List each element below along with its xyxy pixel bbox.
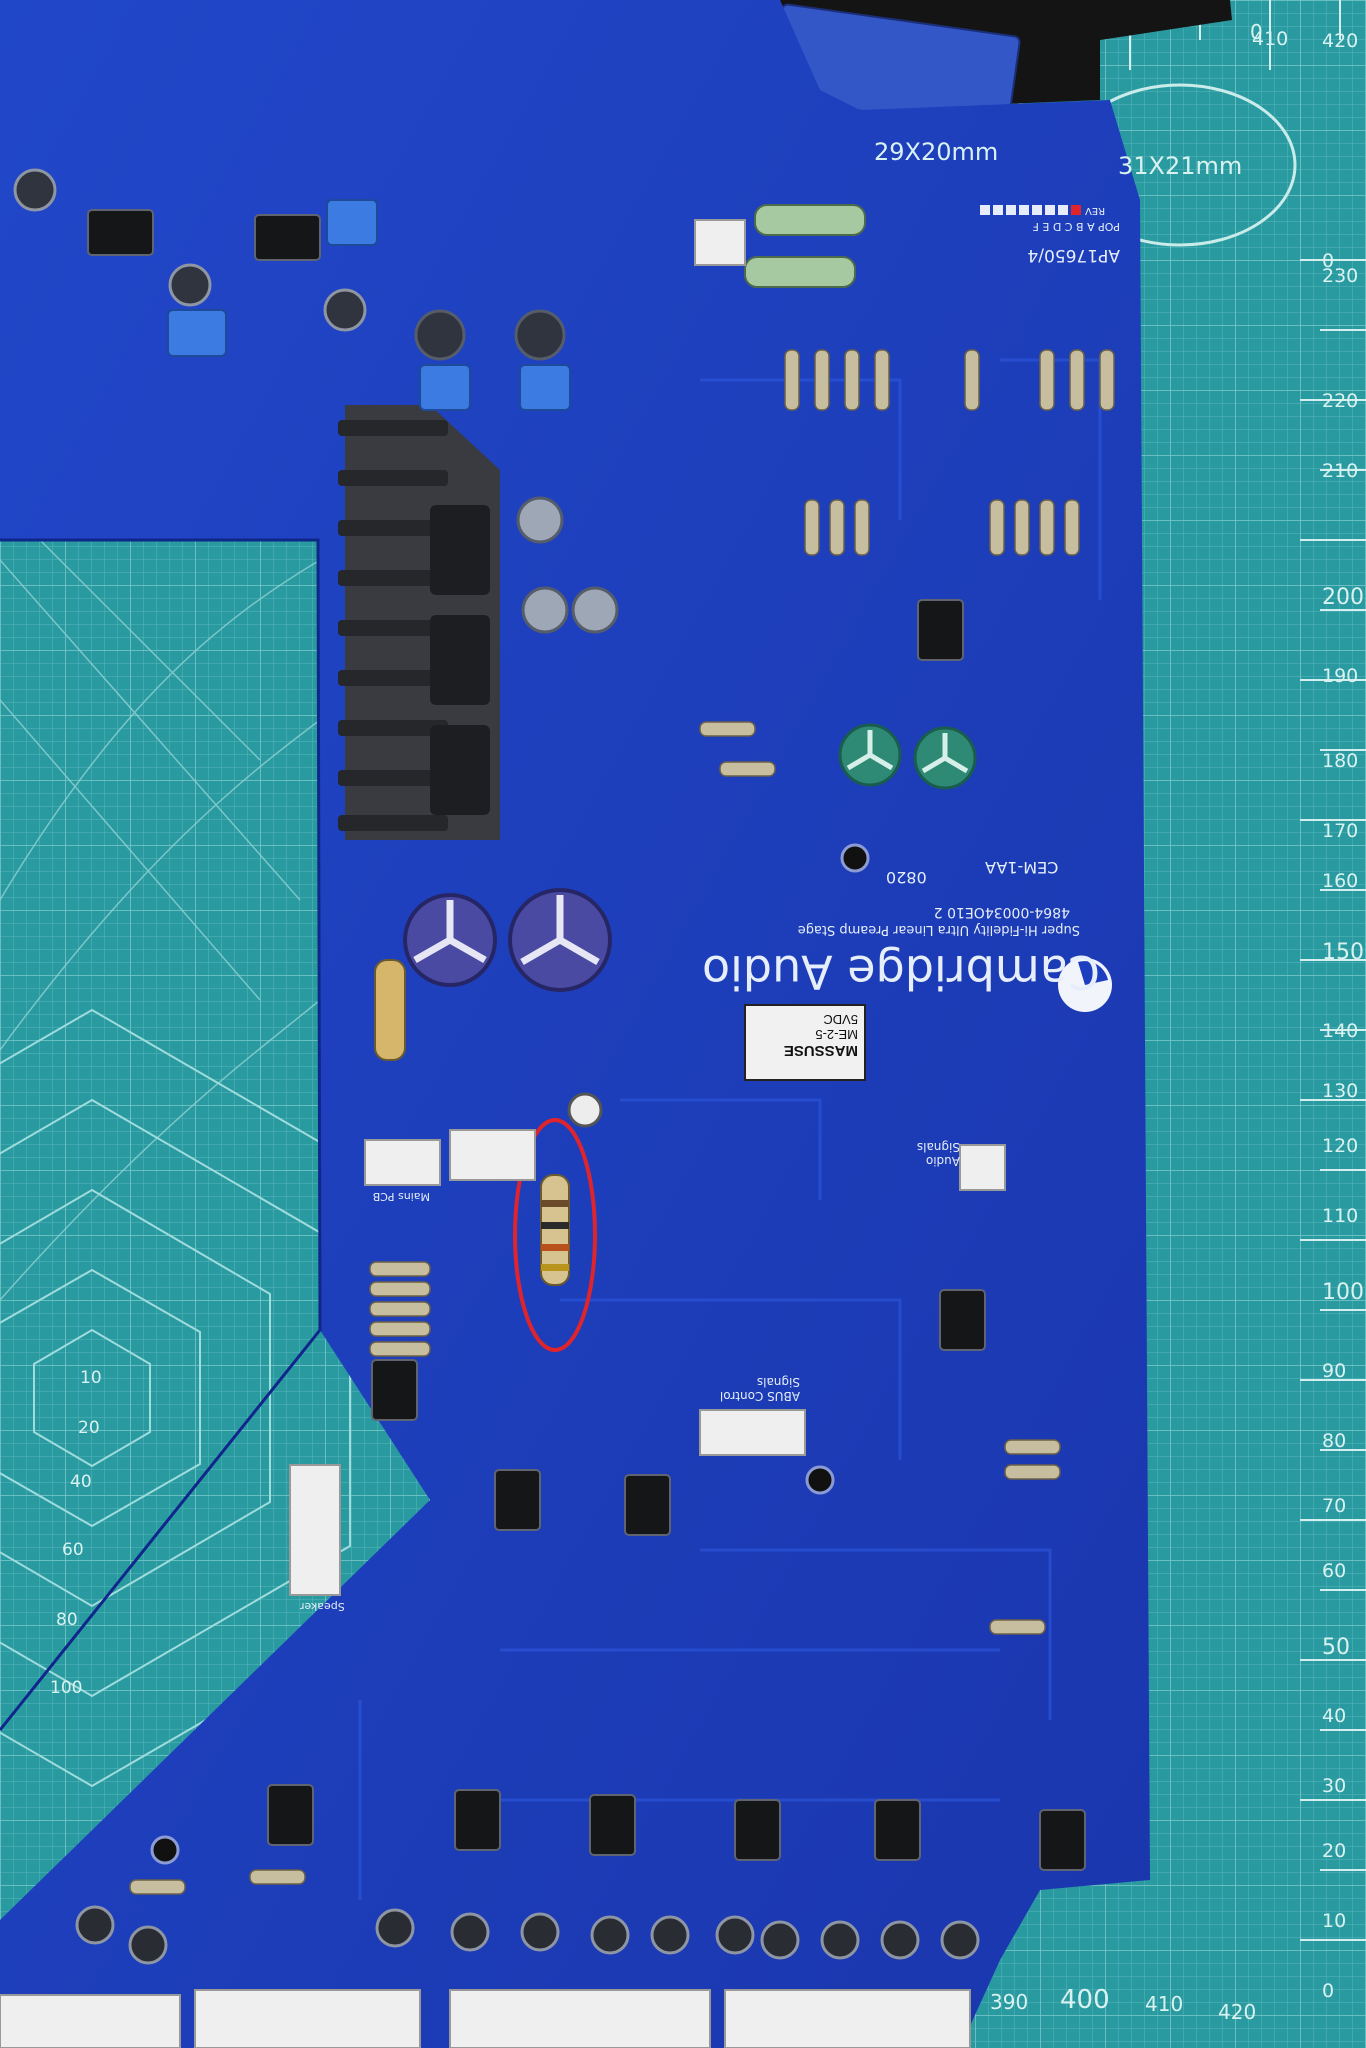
board-subtitle: Super Hi-Fidelity Ultra Linear Preamp St… [797, 922, 1080, 937]
ruler-label: 80 [1322, 1430, 1347, 1452]
ruler-label: 210 [1322, 460, 1359, 482]
axial-power-resistor [374, 959, 406, 1061]
ruler-label: 140 [1322, 1020, 1359, 1042]
ruler-label: 70 [1322, 1495, 1347, 1517]
mat-top-ruler-410: 410 [1252, 28, 1289, 50]
ruler-label: 120 [1322, 1135, 1359, 1157]
ruler-label: 60 [1322, 1560, 1347, 1582]
rev-label: REV [1085, 205, 1106, 216]
ruler-label: 190 [1322, 665, 1359, 687]
rev-boxes [980, 205, 1081, 215]
white-connectors [0, 219, 1006, 2048]
rev-letters: POP A B C D E F [1032, 220, 1120, 233]
ruler-label: 100 [1322, 1280, 1364, 1305]
ruler-label: 110 [1322, 1205, 1359, 1227]
heatsink [338, 405, 500, 840]
mat-circle-label-left: 29X20mm [874, 138, 999, 166]
mat-right-ruler: 0 230 220 210 200 190 180 170 160 150 14… [1322, 250, 1366, 2010]
relay-label: MASSUSE ME-2-5 5VDC [752, 1012, 858, 1059]
cert-code: 0820 [886, 868, 927, 887]
mat-bottom-ruler-390: 390 [990, 1990, 1029, 2014]
ruler-label: 200 [1322, 585, 1364, 610]
relay-brand: MASSUSE [783, 1042, 858, 1059]
ruler-label: 50 [1322, 1635, 1350, 1660]
hex-label-80: 80 [56, 1610, 78, 1630]
electrolytic-capacitors [13, 168, 977, 1128]
connector-label-speaker: Speaker [300, 1600, 345, 1613]
relay-volts: 5VDC [823, 1012, 858, 1027]
ruler-label: 90 [1322, 1360, 1347, 1382]
mat-circle-label-right: 31X21mm [1118, 152, 1243, 180]
mat-top-ruler-420: 420 [1322, 30, 1359, 52]
resistors [129, 349, 1115, 1895]
ruler-label: 130 [1322, 1080, 1359, 1102]
ruler-label: 160 [1322, 870, 1359, 892]
ruler-label: 170 [1322, 820, 1359, 842]
ruler-label: 20 [1322, 1840, 1347, 1862]
ruler-label: 30 [1322, 1775, 1347, 1797]
connector-label-control: ABUS Control Signals [719, 1375, 800, 1403]
cert-mark: CEM-1AA [985, 858, 1059, 877]
ruler-label: 0 [1322, 1980, 1335, 2002]
mat-bottom-ruler-410: 410 [1145, 1992, 1184, 2016]
ruler-label: 40 [1322, 1705, 1347, 1727]
part-number: 4864-00034OE10 2 [933, 904, 1070, 920]
cambridge-logo-notch [1078, 961, 1108, 985]
hex-label-20: 20 [78, 1418, 100, 1438]
power-resistors [744, 204, 866, 288]
ic-chips [87, 209, 1086, 1871]
bottom-capacitor-row [75, 1905, 980, 1965]
hex-label-40: 40 [70, 1472, 92, 1492]
highlight-ellipse [513, 1118, 597, 1352]
ruler-label: 150 [1322, 940, 1364, 965]
connector-label-mains: Mains PCB [372, 1190, 430, 1203]
mat-right-ruler-ticks [1300, 259, 1366, 1941]
pcb-cutout-edge [0, 538, 322, 1731]
mat-bottom-ruler-400: 400 [1060, 1985, 1110, 2015]
mat-top-partial: 0 [1250, 20, 1263, 44]
film-capacitors [167, 199, 571, 411]
ruler-label: 180 [1322, 750, 1359, 772]
connector-label-audio: Audio Signals [916, 1140, 960, 1168]
highlighted-resistor [540, 1174, 570, 1286]
ruler-label: 220 [1322, 390, 1359, 412]
hex-label-10: 10 [80, 1368, 102, 1388]
relay-model: ME-2-5 [815, 1027, 858, 1042]
hex-label-60: 60 [62, 1540, 84, 1560]
revision-code: AP17650/4 [1027, 245, 1120, 265]
relay [744, 1004, 866, 1081]
ruler-label: 0 [1322, 250, 1335, 272]
ruler-label: 230 [1322, 265, 1359, 287]
hex-label-100: 100 [50, 1678, 83, 1698]
mounting-holes [150, 843, 870, 1865]
brand-logo-text: Cambridge Audio [701, 945, 1100, 999]
ruler-label: 10 [1322, 1910, 1347, 1932]
mat-bottom-ruler-420: 420 [1218, 2000, 1257, 2024]
mat-angle-lines [0, 539, 321, 1301]
